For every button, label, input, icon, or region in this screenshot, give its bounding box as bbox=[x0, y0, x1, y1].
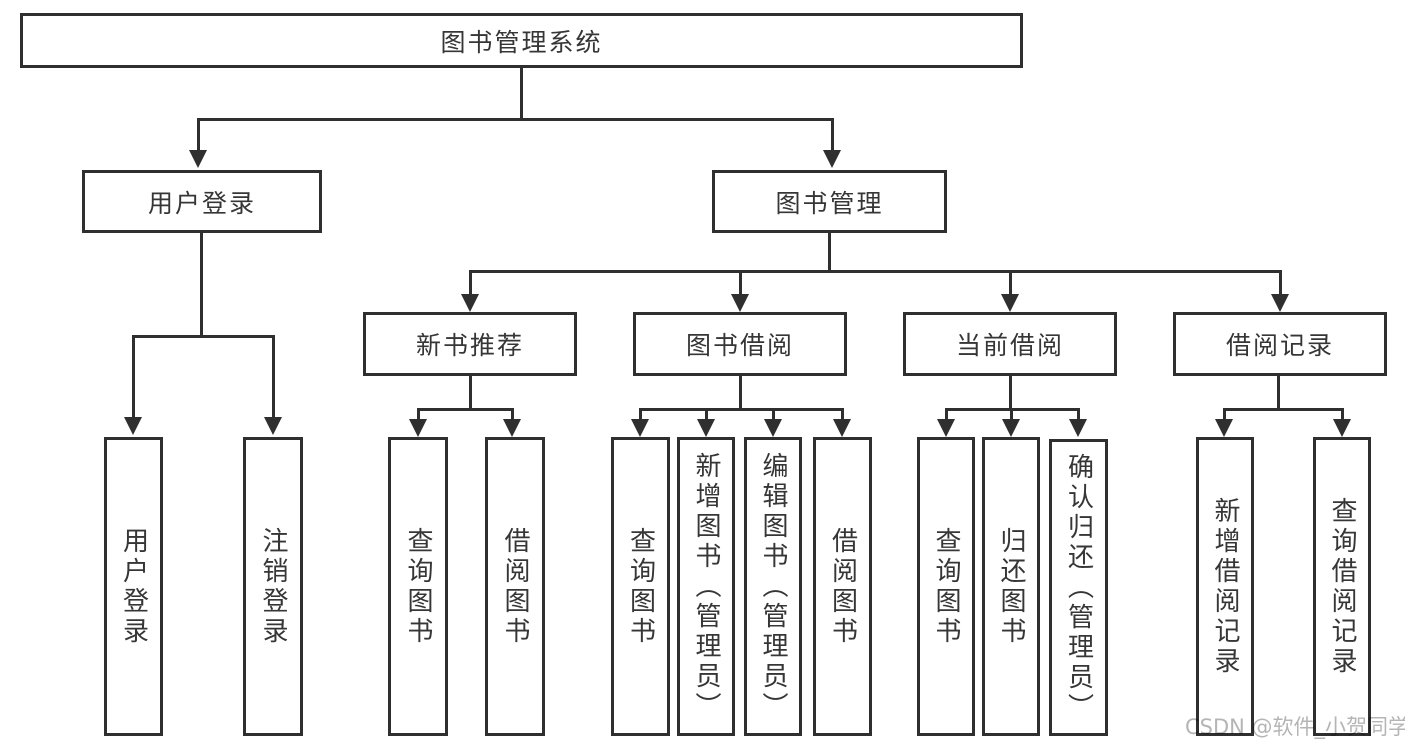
connector-line bbox=[1010, 408, 1013, 421]
arrow-down-icon bbox=[503, 419, 521, 437]
arrow-down-icon bbox=[124, 417, 142, 435]
arrow-down-icon bbox=[189, 150, 207, 168]
leaf-label: 注销登录 bbox=[258, 526, 288, 647]
arrow-down-icon bbox=[937, 419, 955, 437]
arrow-down-icon bbox=[1002, 419, 1020, 437]
connector-line bbox=[520, 68, 523, 120]
connector-line bbox=[272, 335, 275, 419]
connector-line bbox=[739, 270, 742, 296]
watermark-text: CSDN @软件_小贺同学 bbox=[1185, 715, 1405, 739]
leaf-label: 借阅图书 bbox=[500, 526, 530, 647]
leaf-label: 查询借阅记录 bbox=[1327, 496, 1357, 677]
arrow-down-icon bbox=[409, 419, 427, 437]
arrow-down-icon bbox=[697, 419, 715, 437]
arrow-down-icon bbox=[731, 294, 749, 312]
leaf-return-books: 归还图书 bbox=[982, 437, 1040, 736]
arrow-down-icon bbox=[1069, 419, 1087, 437]
connector-line bbox=[1077, 408, 1080, 421]
connector-line bbox=[200, 233, 203, 335]
arrow-down-icon bbox=[1215, 419, 1233, 437]
leaf-query-books: 查询图书 bbox=[917, 437, 975, 736]
leaf-query-books: 查询图书 bbox=[388, 437, 448, 736]
connector-line bbox=[639, 408, 843, 411]
node-borrowing-records: 借阅记录 bbox=[1173, 312, 1387, 376]
node-book-borrowing: 图书借阅 bbox=[633, 312, 847, 376]
leaf-label: 归还图书 bbox=[996, 526, 1026, 647]
connector-line bbox=[511, 408, 514, 421]
connector-line bbox=[1009, 270, 1012, 296]
leaf-label: 查询图书 bbox=[931, 526, 961, 647]
connector-line bbox=[197, 118, 834, 121]
connector-line bbox=[469, 270, 472, 296]
connector-line bbox=[469, 270, 1282, 273]
leaf-label: 借阅图书 bbox=[827, 526, 858, 647]
connector-line bbox=[417, 408, 420, 421]
connector-line bbox=[739, 376, 742, 408]
connector-line bbox=[417, 408, 514, 411]
connector-line bbox=[639, 408, 642, 421]
connector-line bbox=[1223, 408, 1344, 411]
connector-line bbox=[1341, 408, 1344, 421]
connector-line bbox=[1279, 270, 1282, 296]
leaf-label: 新增图书（管理员） bbox=[691, 451, 721, 722]
connector-line bbox=[772, 408, 775, 421]
leaf-confirm-return-admin: 确认归还（管理员） bbox=[1049, 439, 1108, 736]
leaf-label: 查询图书 bbox=[625, 526, 656, 647]
node-library-system: 图书管理系统 bbox=[20, 13, 1023, 68]
node-current-borrowing: 当前借阅 bbox=[903, 312, 1117, 376]
leaf-add-books-admin: 新增图书（管理员） bbox=[677, 437, 735, 736]
leaf-borrow-books: 借阅图书 bbox=[813, 437, 872, 736]
connector-line bbox=[1223, 408, 1226, 421]
leaf-edit-books-admin: 编辑图书（管理员） bbox=[744, 437, 802, 736]
connector-line bbox=[1277, 376, 1280, 408]
arrow-down-icon bbox=[1271, 294, 1289, 312]
connector-line bbox=[841, 408, 844, 421]
leaf-logout: 注销登录 bbox=[243, 437, 303, 736]
arrow-down-icon bbox=[264, 417, 282, 435]
arrow-down-icon bbox=[631, 419, 649, 437]
arrow-down-icon bbox=[461, 294, 479, 312]
leaf-user-login: 用户登录 bbox=[104, 437, 163, 736]
connector-line bbox=[945, 408, 948, 421]
connector-line bbox=[705, 408, 708, 421]
leaf-borrow-books: 借阅图书 bbox=[485, 437, 545, 736]
connector-line bbox=[132, 335, 135, 419]
node-new-book-recommend: 新书推荐 bbox=[363, 312, 577, 376]
arrow-down-icon bbox=[833, 419, 851, 437]
connector-line bbox=[1009, 376, 1012, 408]
leaf-query-borrow-record: 查询借阅记录 bbox=[1313, 437, 1371, 736]
connector-line bbox=[197, 118, 200, 152]
leaf-label: 查询图书 bbox=[403, 526, 433, 647]
leaf-label: 确认归还（管理员） bbox=[1063, 452, 1094, 723]
arrow-down-icon bbox=[764, 419, 782, 437]
connector-line bbox=[831, 118, 834, 152]
node-user-login: 用户登录 bbox=[82, 170, 322, 233]
leaf-add-borrow-record: 新增借阅记录 bbox=[1196, 437, 1254, 736]
arrow-down-icon bbox=[823, 150, 841, 168]
connector-line bbox=[132, 335, 275, 338]
leaf-query-books: 查询图书 bbox=[611, 437, 670, 736]
leaf-label: 用户登录 bbox=[118, 526, 149, 647]
connector-line bbox=[469, 376, 472, 408]
arrow-down-icon bbox=[1333, 419, 1351, 437]
arrow-down-icon bbox=[1001, 294, 1019, 312]
leaf-label: 新增借阅记录 bbox=[1210, 496, 1240, 677]
node-book-management: 图书管理 bbox=[712, 170, 947, 233]
connector-line bbox=[828, 233, 831, 270]
leaf-label: 编辑图书（管理员） bbox=[758, 451, 788, 722]
